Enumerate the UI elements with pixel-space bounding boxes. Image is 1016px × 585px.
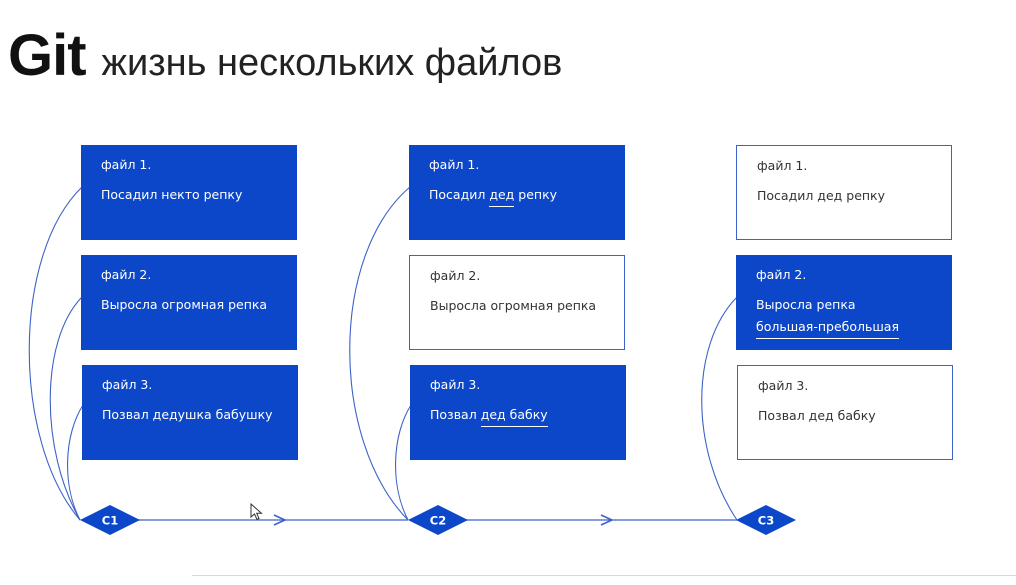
- file-content: Посадил некто репку: [101, 184, 277, 206]
- commit-link-curve: [67, 404, 84, 521]
- commit-label: C1: [102, 514, 118, 528]
- commit-diamond: [736, 505, 796, 535]
- file-content: Выросла огромная репка: [101, 294, 277, 316]
- divider: [192, 575, 1016, 576]
- content-text: Посадил некто репку: [101, 186, 243, 202]
- content-text: Позвал дед бабку: [758, 407, 876, 423]
- file-content: Посадил дед репку: [757, 185, 931, 207]
- content-text: репку: [514, 186, 558, 202]
- commit-label: C2: [430, 514, 446, 528]
- card-c1-file1: файл 1. Посадил некто репку: [81, 145, 297, 240]
- commit-link-curve: [49, 296, 83, 521]
- card-c2-file1: файл 1. Посадил дед репку: [409, 145, 625, 240]
- content-text: Позвал: [430, 406, 481, 422]
- card-c3-file2: файл 2. Выросла репка большая-пребольшая: [736, 255, 952, 350]
- file-name: файл 1.: [429, 157, 480, 172]
- file-content: Позвал дедушка бабушку: [102, 404, 278, 426]
- card-c3-file1: файл 1. Посадил дед репку: [736, 145, 952, 240]
- title-subtitle: жизнь нескольких файлов: [101, 42, 563, 84]
- file-content: Выросла огромная репка: [430, 295, 604, 317]
- file-content: Позвал дед бабку: [430, 404, 606, 427]
- commit-link-curve: [349, 186, 411, 521]
- commit-label: C3: [758, 514, 774, 528]
- file-name: файл 3.: [430, 377, 481, 392]
- file-name: файл 1.: [757, 158, 808, 173]
- content-text: Посадил дед репку: [757, 187, 886, 203]
- file-name: файл 1.: [101, 157, 152, 172]
- card-c2-file2: файл 2. Выросла огромная репка: [409, 255, 625, 350]
- card-c1-file3: файл 3. Позвал дедушка бабушку: [82, 365, 298, 460]
- changed-fragment: дед: [489, 185, 515, 207]
- commit-diamond: [80, 505, 140, 535]
- page-title: Git жизнь нескольких файлов: [8, 22, 562, 89]
- commit-link-curve: [701, 296, 738, 521]
- file-name: файл 3.: [758, 378, 809, 393]
- file-name: файл 2.: [430, 268, 481, 283]
- card-c2-file3: файл 3. Позвал дед бабку: [410, 365, 626, 460]
- arrow-right-icon: [600, 514, 614, 526]
- mouse-cursor-icon: [250, 503, 263, 521]
- file-content: Выросла репка большая-пребольшая: [756, 294, 932, 339]
- card-c1-file2: файл 2. Выросла огромная репка: [81, 255, 297, 350]
- file-content: Позвал дед бабку: [758, 405, 932, 427]
- commit-link-curve: [28, 186, 83, 521]
- changed-fragment: большая-пребольшая: [756, 317, 899, 339]
- file-content: Посадил дед репку: [429, 184, 605, 207]
- commit-link-curve: [395, 404, 412, 521]
- card-c3-file3: файл 3. Позвал дед бабку: [737, 365, 953, 460]
- arrow-right-icon: [273, 514, 287, 526]
- content-text: Посадил: [429, 186, 490, 202]
- content-text: Выросла репка: [756, 296, 856, 312]
- file-name: файл 2.: [756, 267, 807, 282]
- content-text: Выросла огромная репка: [430, 297, 597, 313]
- file-name: файл 3.: [102, 377, 153, 392]
- changed-fragment: дед бабку: [480, 405, 548, 427]
- file-name: файл 2.: [101, 267, 152, 282]
- content-text: Выросла огромная репка: [101, 296, 268, 312]
- commit-diamond: [408, 505, 468, 535]
- title-main: Git: [8, 23, 87, 88]
- content-text: Позвал дедушка бабушку: [102, 406, 273, 422]
